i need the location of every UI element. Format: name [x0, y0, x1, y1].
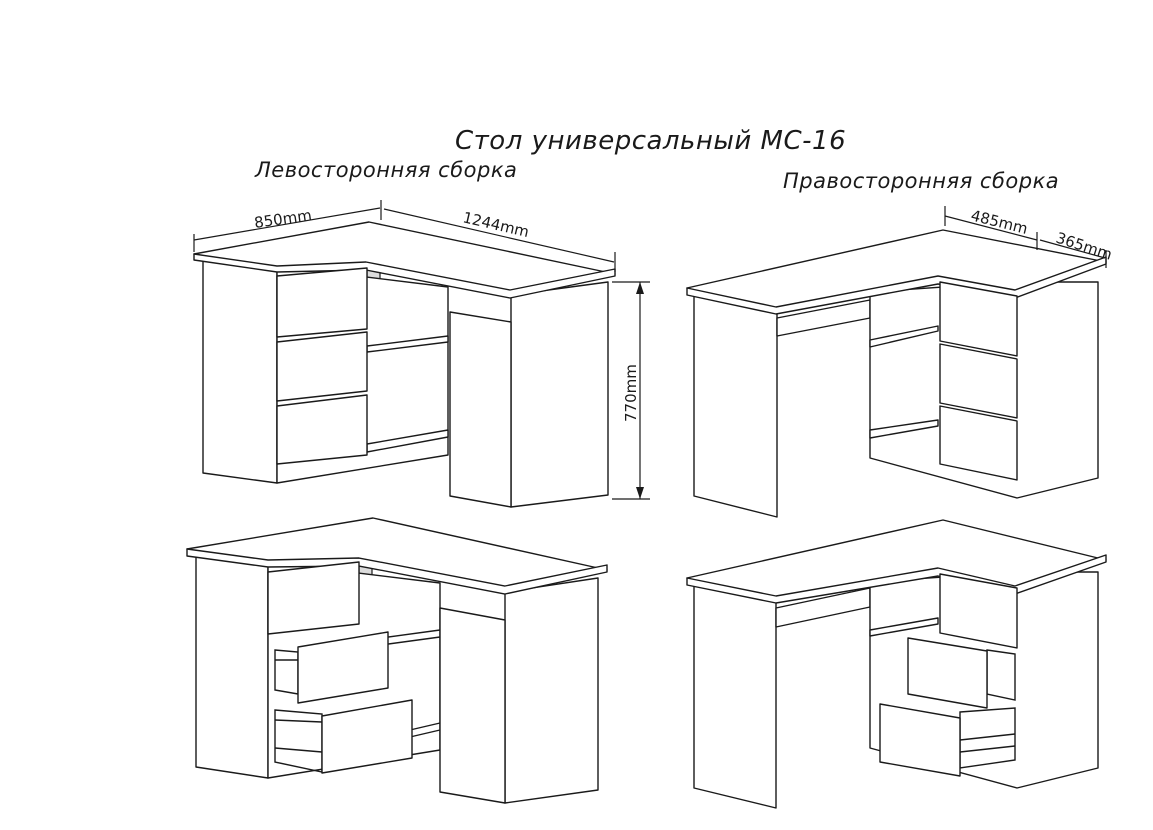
drawer-3-edge	[959, 745, 1016, 753]
drawer-1	[939, 281, 1018, 357]
dim-485-label: 485mm	[969, 206, 1029, 237]
cabinet-side-panel	[202, 259, 278, 484]
dim-365-line	[1039, 239, 1106, 259]
shelf-upper	[869, 617, 939, 637]
right-leg-panel	[510, 281, 609, 508]
drawer-2	[939, 343, 1018, 419]
right-leg-inner	[449, 311, 512, 508]
desktop-top-edge	[193, 253, 616, 299]
dim-770-label: 770mm	[622, 364, 640, 422]
desk-right-closed: 485mm 365mm	[686, 206, 1114, 518]
drawer-3-open	[879, 703, 961, 777]
drawer-3-edge	[274, 719, 323, 723]
drawer-3	[939, 405, 1018, 481]
drawer-3	[276, 394, 368, 465]
arrow	[636, 282, 644, 294]
desk-left-closed: 850mm 1244mm 770mm	[193, 200, 650, 508]
right-leg-panel	[504, 577, 599, 804]
desk-right-open	[686, 519, 1107, 809]
right-leg-inner	[439, 607, 506, 804]
desktop-top-edge	[186, 548, 608, 595]
left-leg-panel	[693, 583, 777, 809]
diagram-title: Стол универсальный МС-16	[455, 126, 847, 156]
drawer-2-open	[297, 631, 389, 704]
dim-850-label: 850mm	[253, 206, 313, 232]
drawer-2-open	[907, 637, 988, 709]
desk-left-open	[186, 517, 608, 804]
dim-850-line	[193, 207, 381, 241]
drawer-1-closed	[939, 573, 1018, 649]
drawer-3-edge	[959, 733, 1016, 741]
drawer-1	[276, 267, 368, 338]
shelf-upper	[869, 325, 939, 348]
drawer-3-edge	[274, 747, 323, 753]
cabinet-side-panel	[195, 555, 269, 779]
arrow	[636, 487, 644, 499]
shelf-lower	[869, 419, 939, 439]
dim-1244-line	[383, 208, 615, 263]
left-leg-panel	[693, 295, 778, 518]
right-assembly-label: Правосторонняя сборка	[783, 169, 1060, 193]
drawer-2	[276, 331, 368, 402]
drawer-1-closed	[267, 561, 360, 635]
dim-1244-label: 1244mm	[461, 208, 531, 241]
dim-485-line	[944, 215, 1038, 241]
desktop-top-edge	[686, 554, 1107, 604]
drawer-3-open	[321, 699, 413, 774]
left-assembly-label: Левосторонняя сборка	[255, 158, 518, 182]
